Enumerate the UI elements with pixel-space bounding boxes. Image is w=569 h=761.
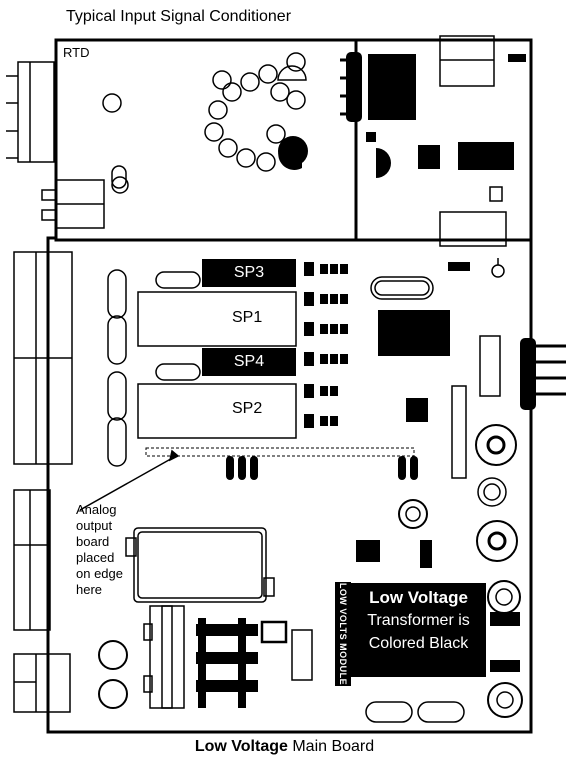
- note-line: output: [76, 518, 113, 533]
- sp4-label: SP4: [233, 353, 265, 370]
- transformer-line1: Low Voltage: [369, 588, 468, 607]
- sp4-block: SP4: [202, 348, 296, 376]
- sp3-block: SP3: [202, 259, 296, 287]
- crystal: [370, 276, 434, 300]
- sp2-label: SP2: [232, 400, 263, 417]
- rtd-connector: [17, 61, 55, 163]
- analog-output-note: Analog output board placed on edge here: [76, 502, 123, 598]
- black-components: [196, 52, 536, 708]
- conditioner-right-section: [354, 38, 533, 242]
- note-line: Analog: [76, 502, 117, 517]
- relay-sp1: [137, 291, 297, 347]
- terminal-block-analog: [13, 489, 51, 631]
- sp3-label: SP3: [233, 264, 265, 281]
- low-volts-module-label: LOW VOLTS MODULE: [338, 582, 348, 686]
- sp1-label: SP1: [232, 309, 263, 326]
- bottom-caption: Low Voltage Main Board: [0, 738, 569, 756]
- ic-cpu: [378, 310, 450, 356]
- transformer-line2: Transformer is: [367, 612, 470, 629]
- note-line: placed: [76, 550, 115, 565]
- bottom-caption-bold: Low Voltage: [194, 738, 288, 755]
- bottom-caption-rest: Main Board: [287, 738, 375, 755]
- note-line: board: [76, 534, 110, 549]
- analog-slot: [145, 447, 415, 457]
- transformer-outline: [133, 527, 267, 603]
- rtd-label: RTD: [63, 45, 90, 60]
- transformer-line3: Colored Black: [368, 635, 469, 652]
- relay-sp2: [137, 383, 297, 439]
- signal-conditioner-board: [54, 38, 358, 242]
- low-volts-module-tag: LOW VOLTS MODULE: [335, 582, 351, 686]
- note-line: here: [76, 582, 103, 597]
- opto-block: [479, 335, 501, 397]
- top-caption: Typical Input Signal Conditioner: [66, 8, 292, 25]
- transformer-box: Low Voltage Transformer is Colored Black: [351, 583, 486, 677]
- note-line: on edge: [76, 566, 123, 581]
- power-connector: [13, 653, 71, 713]
- ic-top-right: [368, 54, 416, 120]
